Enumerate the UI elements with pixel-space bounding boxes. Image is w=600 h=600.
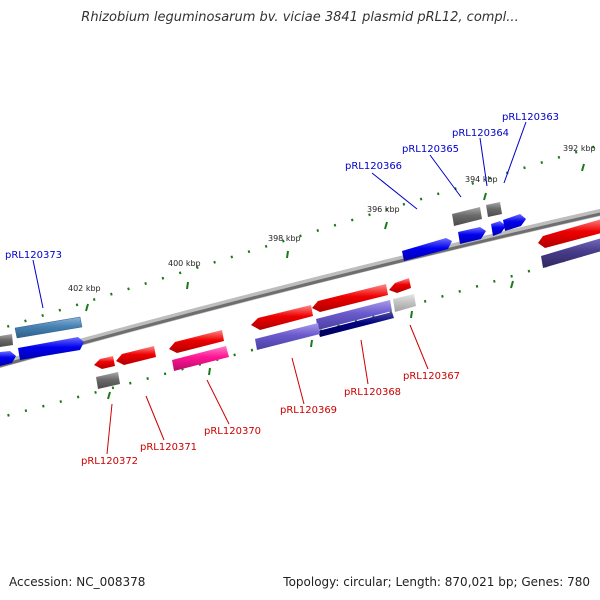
callouts-bottom: [106, 324, 429, 455]
page-title: Rhizobium leguminosarum bv. viciae 3841 …: [81, 10, 519, 25]
gene-prl120363[interactable]: [503, 214, 526, 231]
label-prl120367[interactable]: pRL120367: [403, 371, 460, 382]
gene-prl120371[interactable]: [116, 346, 156, 365]
topology-summary: Topology: circular; Length: 870,021 bp; …: [283, 575, 590, 589]
gene-pink-lower[interactable]: [172, 346, 229, 371]
gene-prl120365[interactable]: [458, 227, 486, 244]
label-prl120370[interactable]: pRL120370: [204, 426, 261, 437]
scale-major-ticks-top: [85, 163, 585, 312]
scale-label-402: 402 kbp: [68, 284, 101, 293]
label-prl120364[interactable]: pRL120364: [452, 128, 509, 139]
gene-slate-lower[interactable]: [316, 300, 392, 330]
gene-prl120366[interactable]: [402, 238, 452, 261]
accession-text: Accession: NC_008378: [9, 575, 146, 589]
gene-darkslate-right[interactable]: [541, 237, 600, 268]
gene-forward-b[interactable]: [0, 351, 16, 366]
scale-label-396: 396 kbp: [367, 205, 400, 214]
gene-gray-left[interactable]: [0, 334, 13, 347]
gene-gray-lower[interactable]: [96, 372, 120, 389]
gene-red-right[interactable]: [538, 218, 600, 248]
label-prl120372[interactable]: pRL120372: [81, 456, 138, 467]
gene-navy-lower[interactable]: [318, 312, 394, 337]
scale-major-ticks-bottom: [107, 280, 514, 400]
scale-label-394: 394 kbp: [465, 175, 498, 184]
gene-prl120364[interactable]: [491, 221, 506, 236]
callouts-top: [32, 121, 527, 309]
gene-gray-upper-2[interactable]: [486, 202, 502, 217]
gene-lightgray-lower[interactable]: [393, 294, 416, 312]
label-prl120365[interactable]: pRL120365: [402, 144, 459, 155]
scale-label-398: 398 kbp: [268, 234, 301, 243]
label-prl120373[interactable]: pRL120373: [5, 250, 62, 261]
label-prl120368[interactable]: pRL120368: [344, 387, 401, 398]
gene-forward-a[interactable]: [18, 337, 84, 360]
gene-prl120372[interactable]: [94, 356, 115, 369]
scale-label-400: 400 kbp: [168, 259, 201, 268]
label-prl120371[interactable]: pRL120371: [140, 442, 197, 453]
gene-gray-upper-1[interactable]: [452, 207, 482, 226]
scale-track-bottom: [0, 248, 600, 419]
gene-prl120369[interactable]: [251, 305, 313, 330]
label-prl120366[interactable]: pRL120366: [345, 161, 402, 172]
gene-prl120368[interactable]: [312, 284, 388, 312]
scale-track-top: [0, 143, 600, 331]
scale-label-392: 392 kbp: [563, 144, 596, 153]
gene-prl120373[interactable]: [14, 316, 83, 339]
label-prl120363[interactable]: pRL120363: [502, 112, 559, 123]
gene-slate-lower-2[interactable]: [255, 323, 320, 350]
gene-prl120370[interactable]: [169, 330, 224, 353]
label-prl120369[interactable]: pRL120369: [280, 405, 337, 416]
gene-prl120367[interactable]: [389, 278, 411, 293]
